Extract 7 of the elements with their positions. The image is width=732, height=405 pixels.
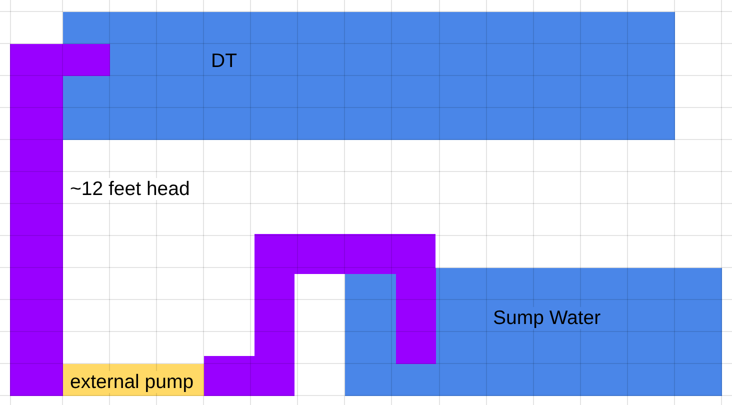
pump-box [63,364,204,396]
sump-label: Sump Water [493,307,601,329]
tank-box [63,12,675,140]
pipe [204,234,436,396]
sump-box [345,268,722,396]
head-note: ~12 feet head [70,178,190,200]
pump-label: external pump [70,371,194,393]
